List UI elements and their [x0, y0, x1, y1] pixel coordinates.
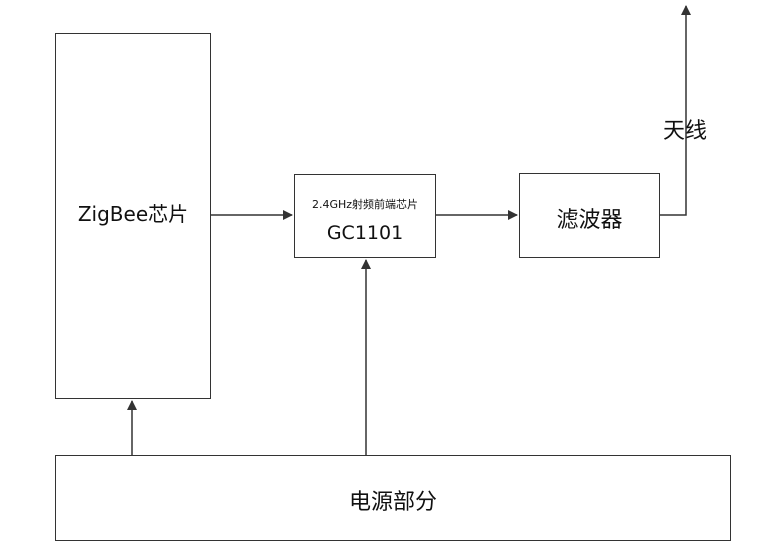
- zigbee-chip-block: [55, 33, 211, 399]
- power-block: [55, 455, 731, 541]
- zigbee-chip-label: ZigBee芯片: [77, 202, 189, 226]
- rf-frontend-label-line2: GC1101: [326, 222, 404, 244]
- filter-block: [519, 173, 660, 258]
- antenna-label: 天线: [663, 119, 708, 144]
- rf-frontend-label-line1: 2.4GHz射频前端芯片: [311, 198, 419, 211]
- arrow-filter-to-antenna: [660, 5, 691, 216]
- filter-label: 滤波器: [556, 208, 623, 233]
- rf-frontend-block: [294, 174, 436, 258]
- power-label: 电源部分: [348, 490, 437, 515]
